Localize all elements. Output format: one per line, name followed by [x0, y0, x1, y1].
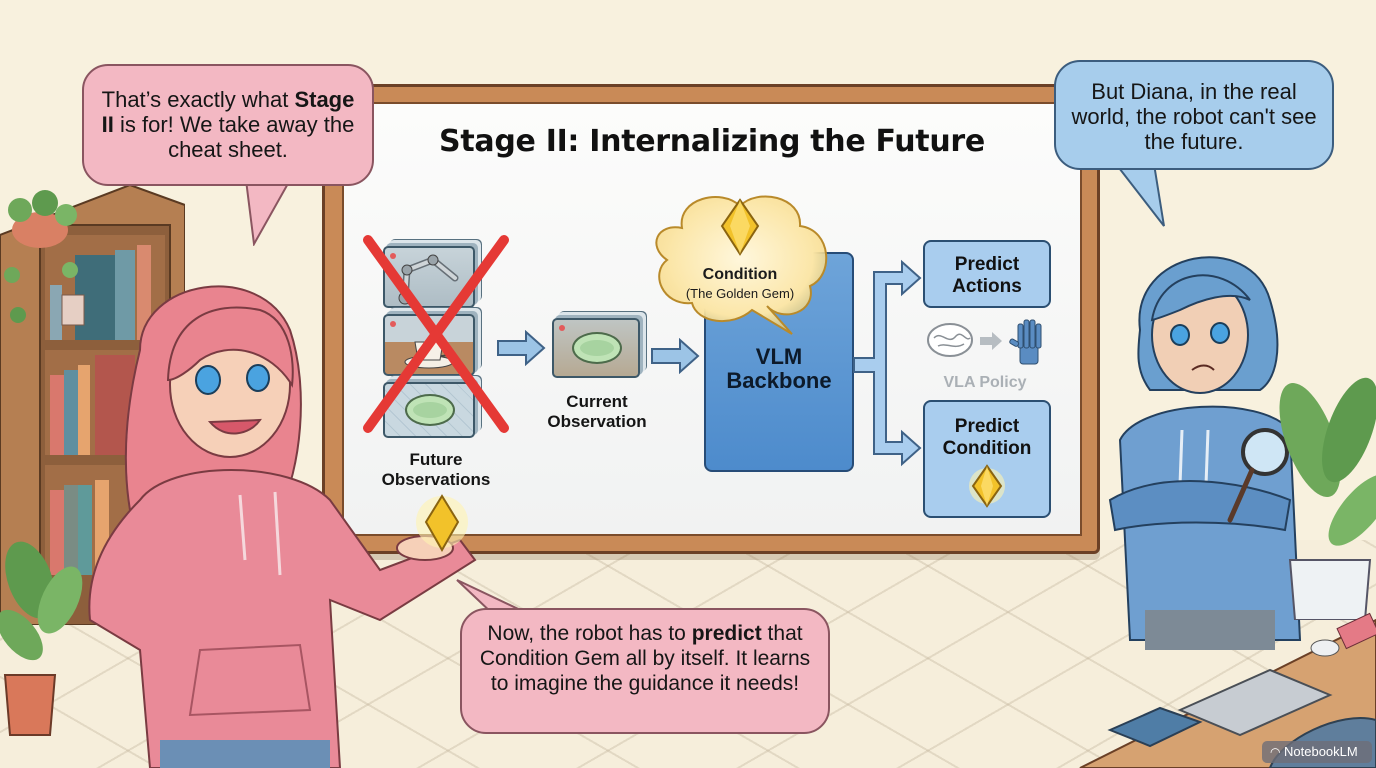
arrow-right-icon: [980, 332, 1002, 350]
predict-condition-line1: Predict: [954, 416, 1020, 437]
golden-gem-icon: [720, 198, 760, 256]
current-observation-label: Current Observation: [530, 392, 664, 432]
speech-bubble-bottom: Now, the robot has to predict that Condi…: [460, 608, 830, 734]
robot-arm-icon: [390, 253, 459, 305]
golden-gem-icon: [969, 464, 1005, 508]
predict-actions-line1: Predict: [954, 254, 1020, 275]
record-dot-icon: [559, 325, 565, 331]
brain-icon: [927, 323, 973, 357]
book-icon: [1107, 706, 1203, 748]
vla-policy-label: VLA Policy: [943, 374, 1027, 391]
future-observation-plate: [383, 382, 475, 438]
bubble-bottom-text-post: that Condition Gem all by itself. It lea…: [479, 622, 811, 695]
laptop-icon: [1177, 668, 1333, 737]
mouse-icon: [1310, 639, 1340, 657]
bubble-tail: [1110, 164, 1170, 227]
future-observations-line1: Future: [409, 450, 463, 469]
potted-plant-right: [1279, 377, 1376, 620]
predict-actions-line2: Actions: [952, 276, 1022, 297]
current-observation-card: [552, 318, 640, 378]
bubble-left-text-post: is for! We take away the cheat sheet.: [113, 112, 355, 162]
whiteboard-title: Stage II: Internalizing the Future: [439, 124, 985, 159]
future-observations-label: Future Observations: [356, 450, 516, 490]
notebooklm-icon: ◠: [1270, 745, 1281, 759]
bubble-bottom-text-bold: predict: [691, 622, 762, 645]
bubble-left-text-bold: Stage II: [101, 87, 355, 137]
watermark-label: NotebookLM: [1284, 744, 1358, 759]
vlm-backbone-label: VLM Backbone: [704, 345, 854, 393]
speech-bubble-left: That’s exactly what Stage II is for! We …: [82, 64, 374, 186]
plate-icon: [405, 394, 455, 426]
bubble-tail: [240, 180, 300, 246]
predict-condition-line2: Condition: [942, 438, 1032, 459]
current-observation-line1: Current: [566, 392, 628, 411]
vlm-line1: VLM: [755, 344, 803, 369]
robot-hand-icon: [1009, 319, 1042, 365]
future-observation-robot-arm: [383, 246, 475, 308]
condition-title: Condition: [702, 266, 778, 283]
speech-bubble-right: But Diana, in the real world, the robot …: [1054, 60, 1334, 170]
brain-to-hand-icons: [927, 319, 1042, 365]
notebooklm-watermark: ◠NotebookLM: [1262, 741, 1372, 763]
cup-icon: [390, 321, 454, 369]
potted-plant-left: [0, 541, 83, 736]
predict-actions-box: Predict Actions: [923, 240, 1051, 308]
future-observations-line2: Observations: [381, 470, 491, 489]
bubble-left-text-pre: That’s exactly what: [101, 87, 295, 112]
desk: [1079, 612, 1376, 768]
plate-icon: [572, 332, 622, 364]
condition-subtitle: (The Golden Gem): [685, 286, 795, 301]
predict-condition-box: Predict Condition: [923, 400, 1051, 518]
future-observation-cup: [383, 314, 475, 376]
condition-thought-cloud: [655, 195, 828, 335]
bubble-bottom-text-pre: Now, the robot has to: [487, 622, 692, 645]
current-observation-line2: Observation: [547, 412, 647, 431]
vlm-line2: Backbone: [726, 368, 832, 393]
notebook-icon: [1336, 612, 1376, 650]
